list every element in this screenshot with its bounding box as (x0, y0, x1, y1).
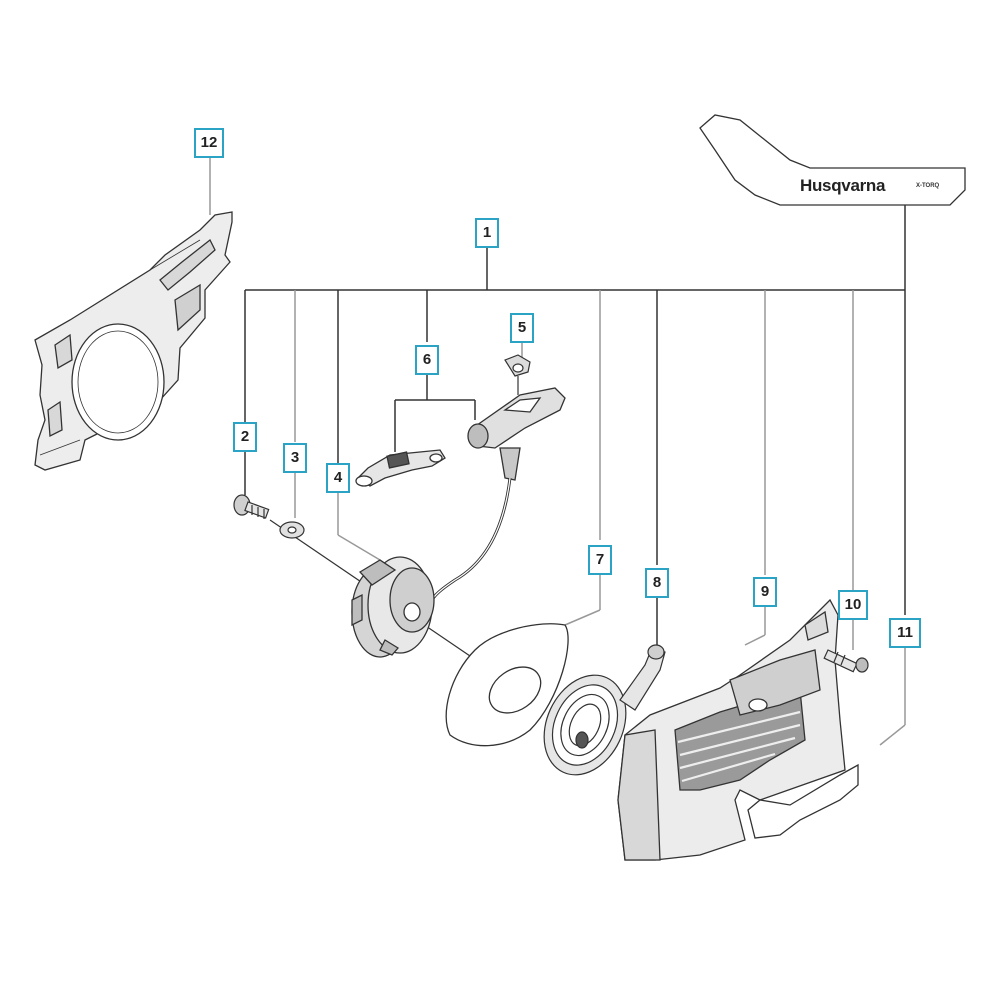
part-10-screw (823, 649, 869, 673)
callout-6: 6 (415, 345, 439, 375)
decal-brand-text: Husqvarna (800, 176, 886, 195)
callout-8: 8 (645, 568, 669, 598)
part-11-side-decal (747, 763, 859, 839)
callout-5: 5 (510, 313, 534, 343)
callout-9: 9 (753, 577, 777, 607)
part-2-screw (233, 494, 270, 519)
start-handle (430, 387, 566, 601)
callout-4: 4 (326, 463, 350, 493)
callout-7: 7 (588, 545, 612, 575)
part-9-starter-housing (617, 598, 846, 861)
part-3-washer (279, 521, 305, 539)
callout-2: 2 (233, 422, 257, 452)
callout-12: 12 (194, 128, 224, 158)
callout-10: 10 (838, 590, 868, 620)
callout-3: 3 (283, 443, 307, 473)
part-12-starter-plate (34, 211, 233, 471)
decal-model-text: X-TORQ (916, 183, 940, 189)
part-5-clip (504, 354, 531, 395)
callout-1: 1 (475, 218, 499, 248)
decal-strip (699, 114, 966, 206)
part-6-handle-insert (355, 449, 446, 487)
part-4-pulley (351, 556, 435, 658)
part-7-disc (445, 623, 569, 747)
callout-11: 11 (889, 618, 921, 648)
part-8-spring (543, 644, 666, 776)
